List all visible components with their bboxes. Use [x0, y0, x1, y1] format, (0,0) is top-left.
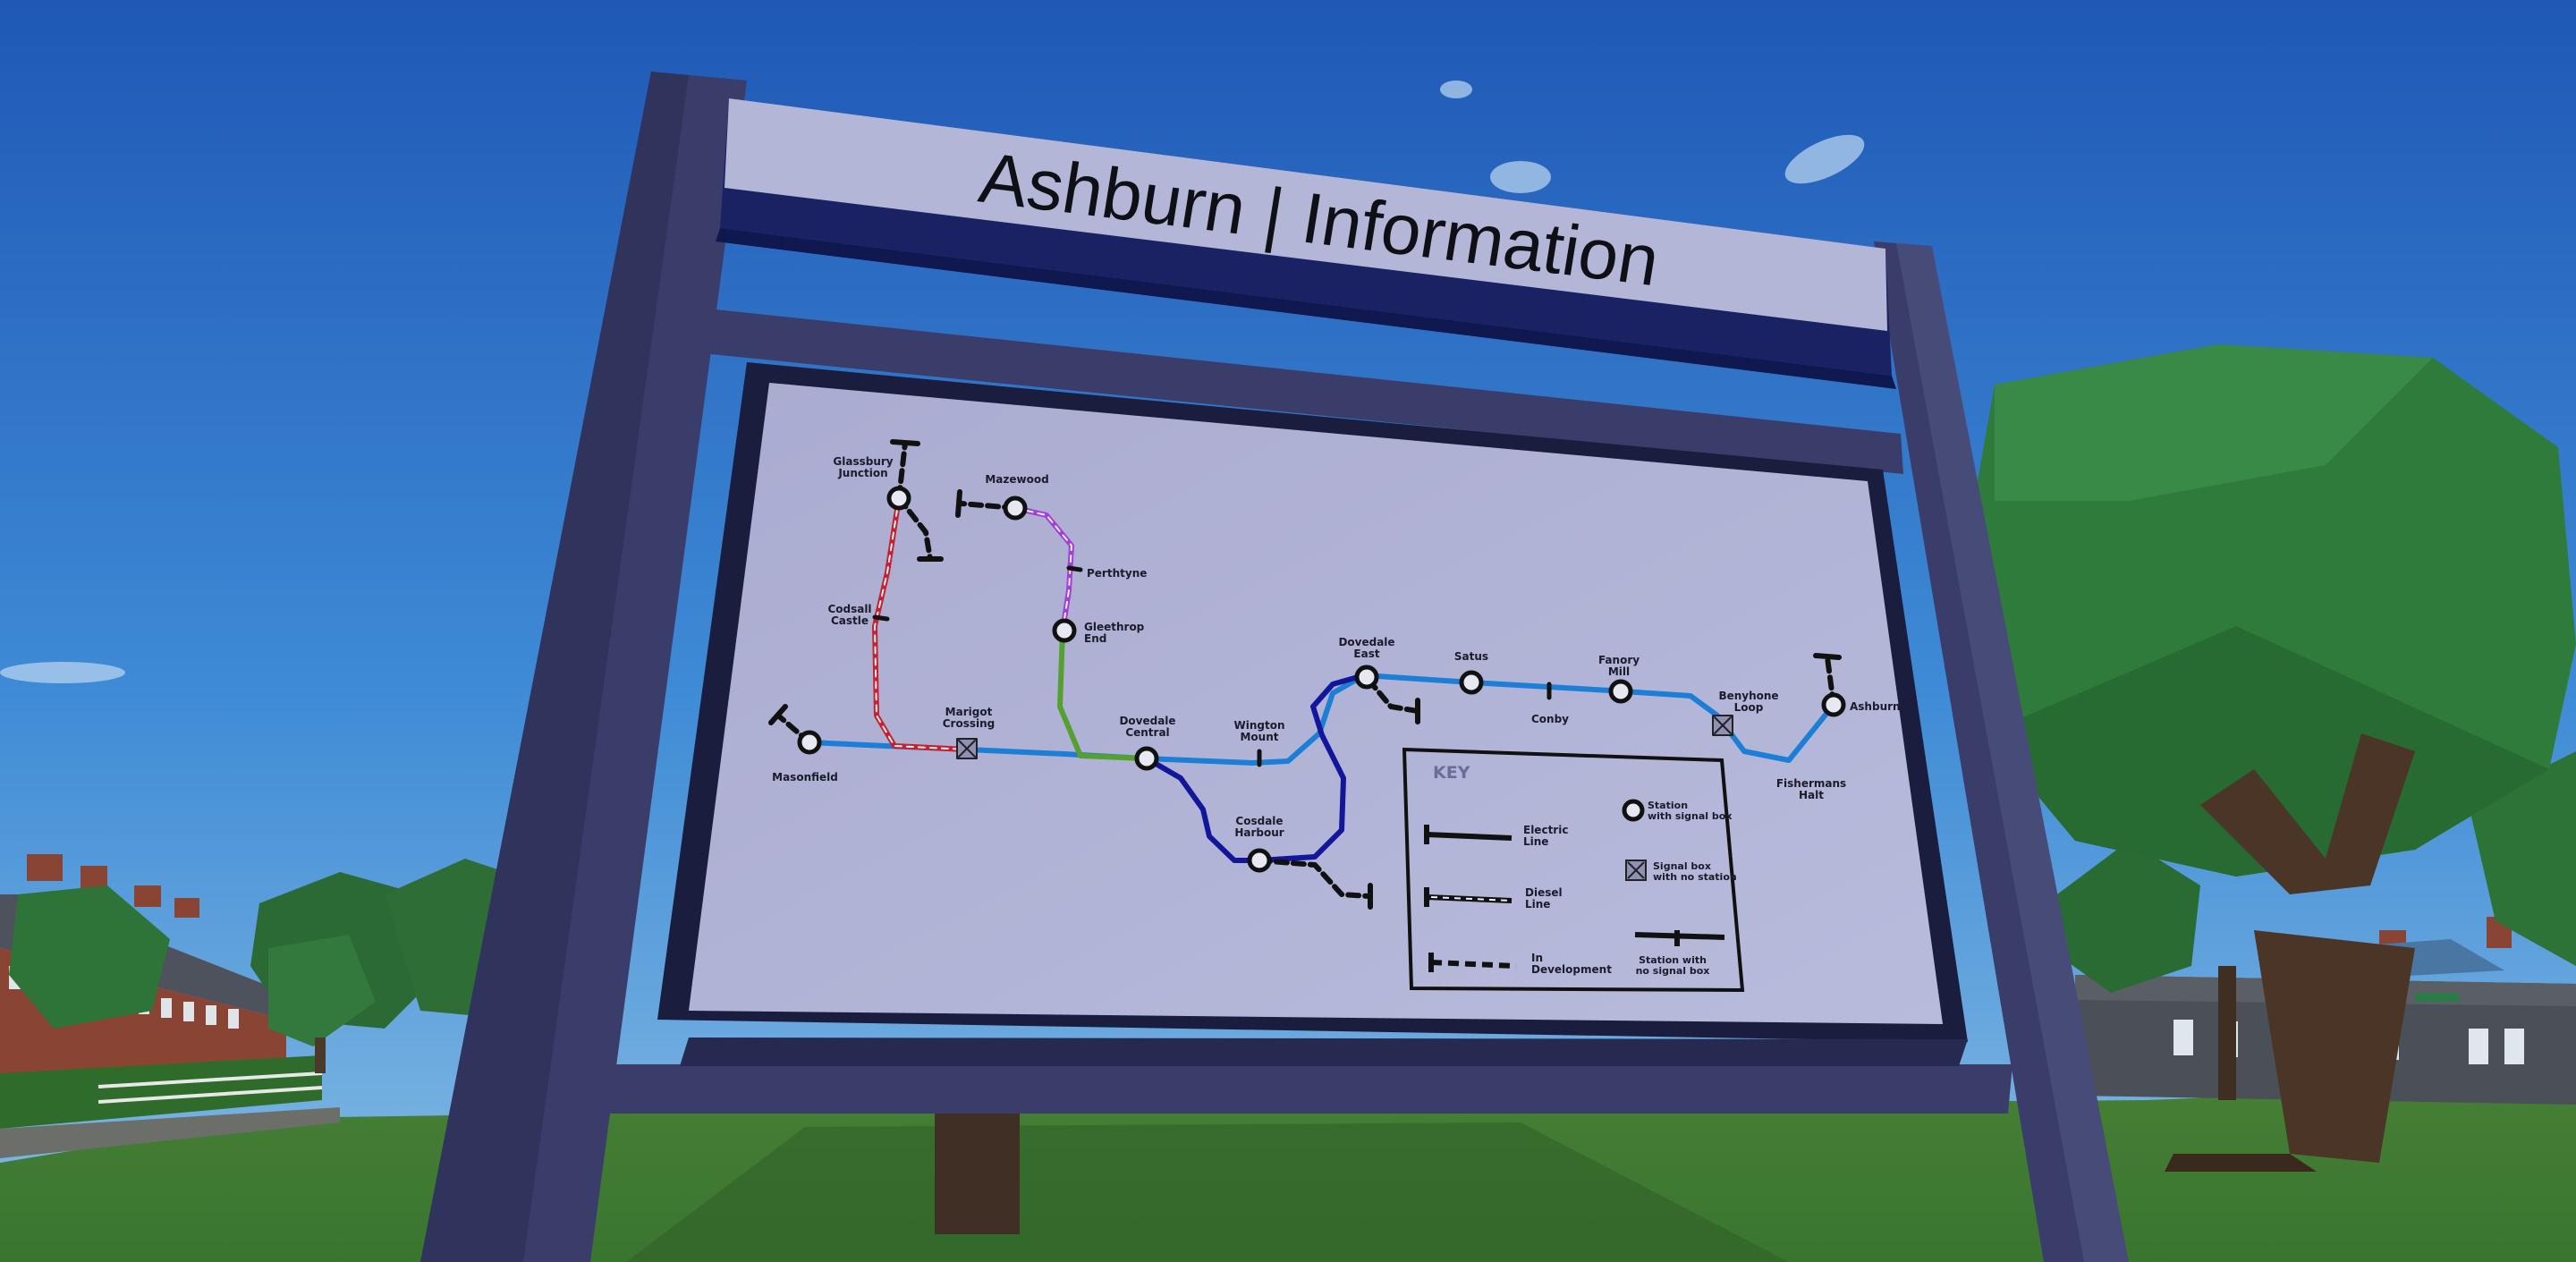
- station-ticks: [872, 565, 1552, 767]
- sign-structure: [420, 72, 2129, 1262]
- tree-right: [1968, 344, 2576, 1172]
- rail-map: [768, 439, 1846, 910]
- label-mazewood: Mazewood: [985, 473, 1048, 486]
- key-station-signal-box-icon: [1622, 799, 1645, 822]
- gleethrop-branch-line: [1057, 628, 1148, 761]
- key-electric-icon: [1424, 825, 1513, 844]
- header-sign: Ashburn | Information: [716, 98, 1896, 389]
- dovedale-loop-line: [1144, 673, 1367, 863]
- station-circles: [797, 486, 1846, 873]
- line-buffers: [768, 439, 1842, 910]
- signal-box-icons: [956, 715, 1733, 759]
- key-station-tick-icon: [1634, 930, 1725, 946]
- frame-crossbar: [702, 309, 1903, 474]
- label-ashburn: Ashburn: [1850, 700, 1901, 713]
- label-masonfield: Masonfield: [772, 771, 838, 783]
- clouds: [0, 80, 1865, 683]
- label-conby: Conby: [1531, 713, 1569, 725]
- key-title: KEY: [1433, 763, 1470, 783]
- road: [0, 1107, 340, 1158]
- key-in-development-icon: [1430, 960, 1517, 969]
- map-board: [581, 362, 2012, 1114]
- label-satus: Satus: [1454, 650, 1488, 663]
- label-perthtyne: Perthtyne: [1087, 567, 1147, 580]
- key-diesel-icon: [1430, 896, 1513, 902]
- ground-shadow: [626, 1122, 1789, 1262]
